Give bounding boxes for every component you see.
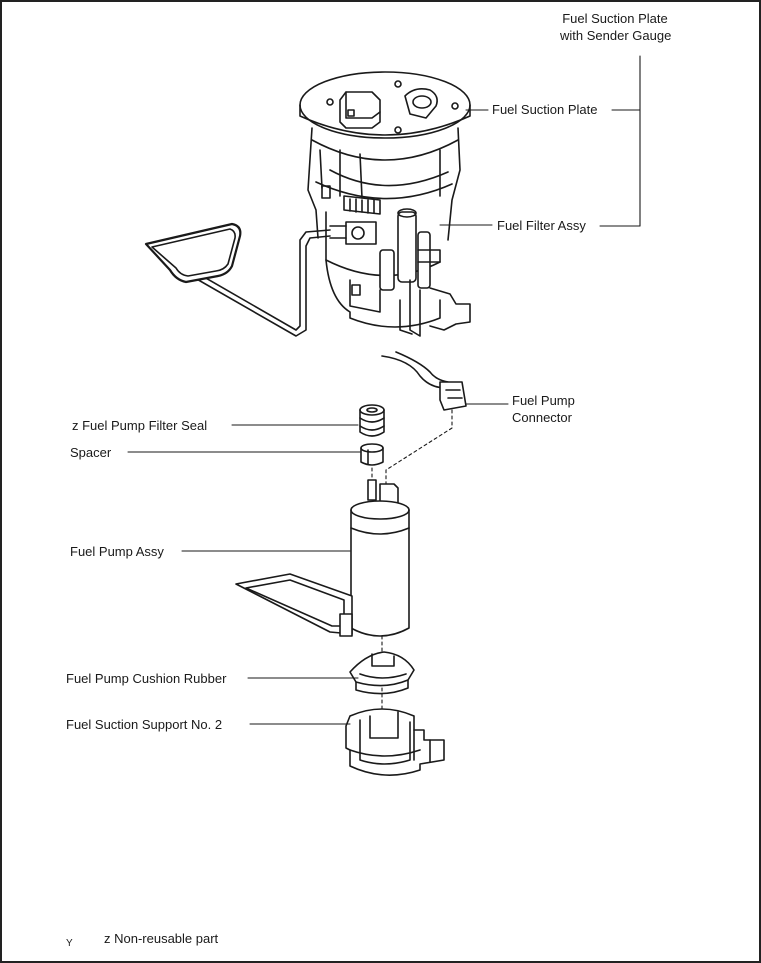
fuel-pump-filter-seal — [359, 404, 385, 437]
label-fuel-pump-filter-seal: z Fuel Pump Filter Seal — [72, 418, 208, 433]
label-fuel-filter-assy: Fuel Filter Assy — [497, 218, 586, 233]
label-line: with Sender Gauge — [560, 28, 672, 43]
fuel-suction-support-no2 — [345, 708, 445, 776]
label-line: Fuel Suction Plate — [562, 11, 668, 26]
label-line: Fuel Pump — [512, 393, 575, 408]
label-line: Connector — [512, 410, 572, 425]
sender-gauge-float-arm — [144, 222, 331, 337]
legend-non-reusable-part: z Non-reusable part — [104, 931, 219, 946]
label-spacer: Spacer — [70, 445, 112, 460]
label-fuel-suction-plate: Fuel Suction Plate — [492, 102, 598, 117]
fuel-pump-connector-wire — [381, 351, 467, 411]
spacer — [360, 443, 384, 466]
fuel-pump-assy — [235, 479, 410, 637]
fuel-suction-plate-assembly — [299, 71, 471, 337]
label-fuel-pump-cushion-rubber: Fuel Pump Cushion Rubber — [66, 671, 227, 686]
label-fuel-suction-support-no2: Fuel Suction Support No. 2 — [66, 717, 223, 732]
label-suction-plate-with-sender-gauge: Fuel Suction Plate with Sender Gauge — [560, 10, 672, 44]
label-fuel-pump-connector: Fuel Pump Connector — [512, 392, 575, 426]
fuel-pump-cushion-rubber — [349, 651, 415, 695]
label-fuel-pump-assy: Fuel Pump Assy — [70, 544, 164, 559]
leader-lines — [127, 55, 641, 725]
legend-mark: Y — [66, 938, 73, 949]
